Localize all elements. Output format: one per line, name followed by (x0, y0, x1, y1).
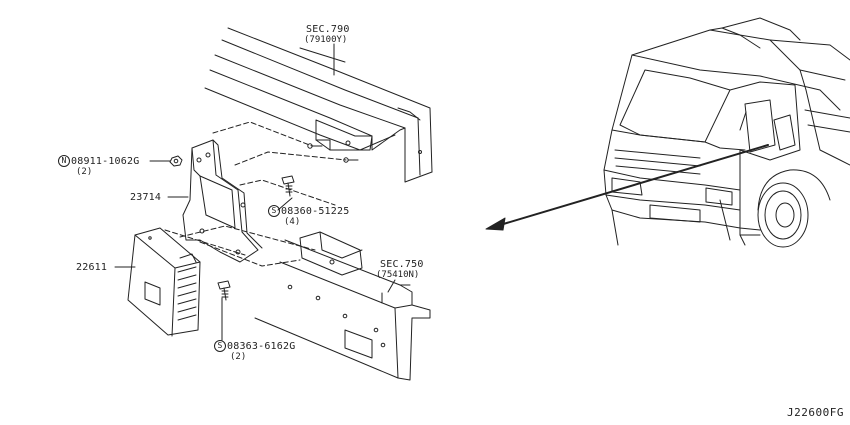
sec750-label: SEC.750 (380, 259, 424, 270)
s-marker-icon: S (214, 340, 226, 352)
nut-part-number: 08911-1062G (71, 156, 140, 167)
sec790-label: SEC.790 (306, 24, 350, 35)
nut (170, 156, 182, 166)
leader-lines (115, 44, 395, 340)
s-marker-icon: S (268, 205, 280, 217)
bolt-upper (282, 176, 294, 196)
truck (604, 18, 850, 247)
screw1-qty: (4) (284, 217, 301, 227)
studs (308, 144, 358, 162)
screw-lower (218, 281, 230, 300)
diagram-code: J22600FG (787, 406, 844, 419)
location-arrow (486, 145, 768, 230)
nut-qty: (2) (76, 167, 93, 177)
ecu-part-label: 22611 (76, 262, 108, 273)
ecu-module (128, 228, 200, 336)
n-marker-icon: N (58, 155, 70, 167)
lower-crossmember (255, 232, 430, 380)
assembly-lines (165, 122, 346, 266)
screw2-part-number: 08363-6162G (227, 341, 296, 352)
screw1-part-number: 08360-51225 (281, 206, 350, 217)
bracket-part-label: 23714 (130, 192, 162, 203)
mounting-bracket (183, 140, 262, 262)
sec750-sublabel: (75410N) (376, 270, 420, 280)
screw2-qty: (2) (230, 352, 247, 362)
sec790-sublabel: (79100Y) (304, 35, 348, 45)
upper-frame-rail (205, 28, 432, 182)
